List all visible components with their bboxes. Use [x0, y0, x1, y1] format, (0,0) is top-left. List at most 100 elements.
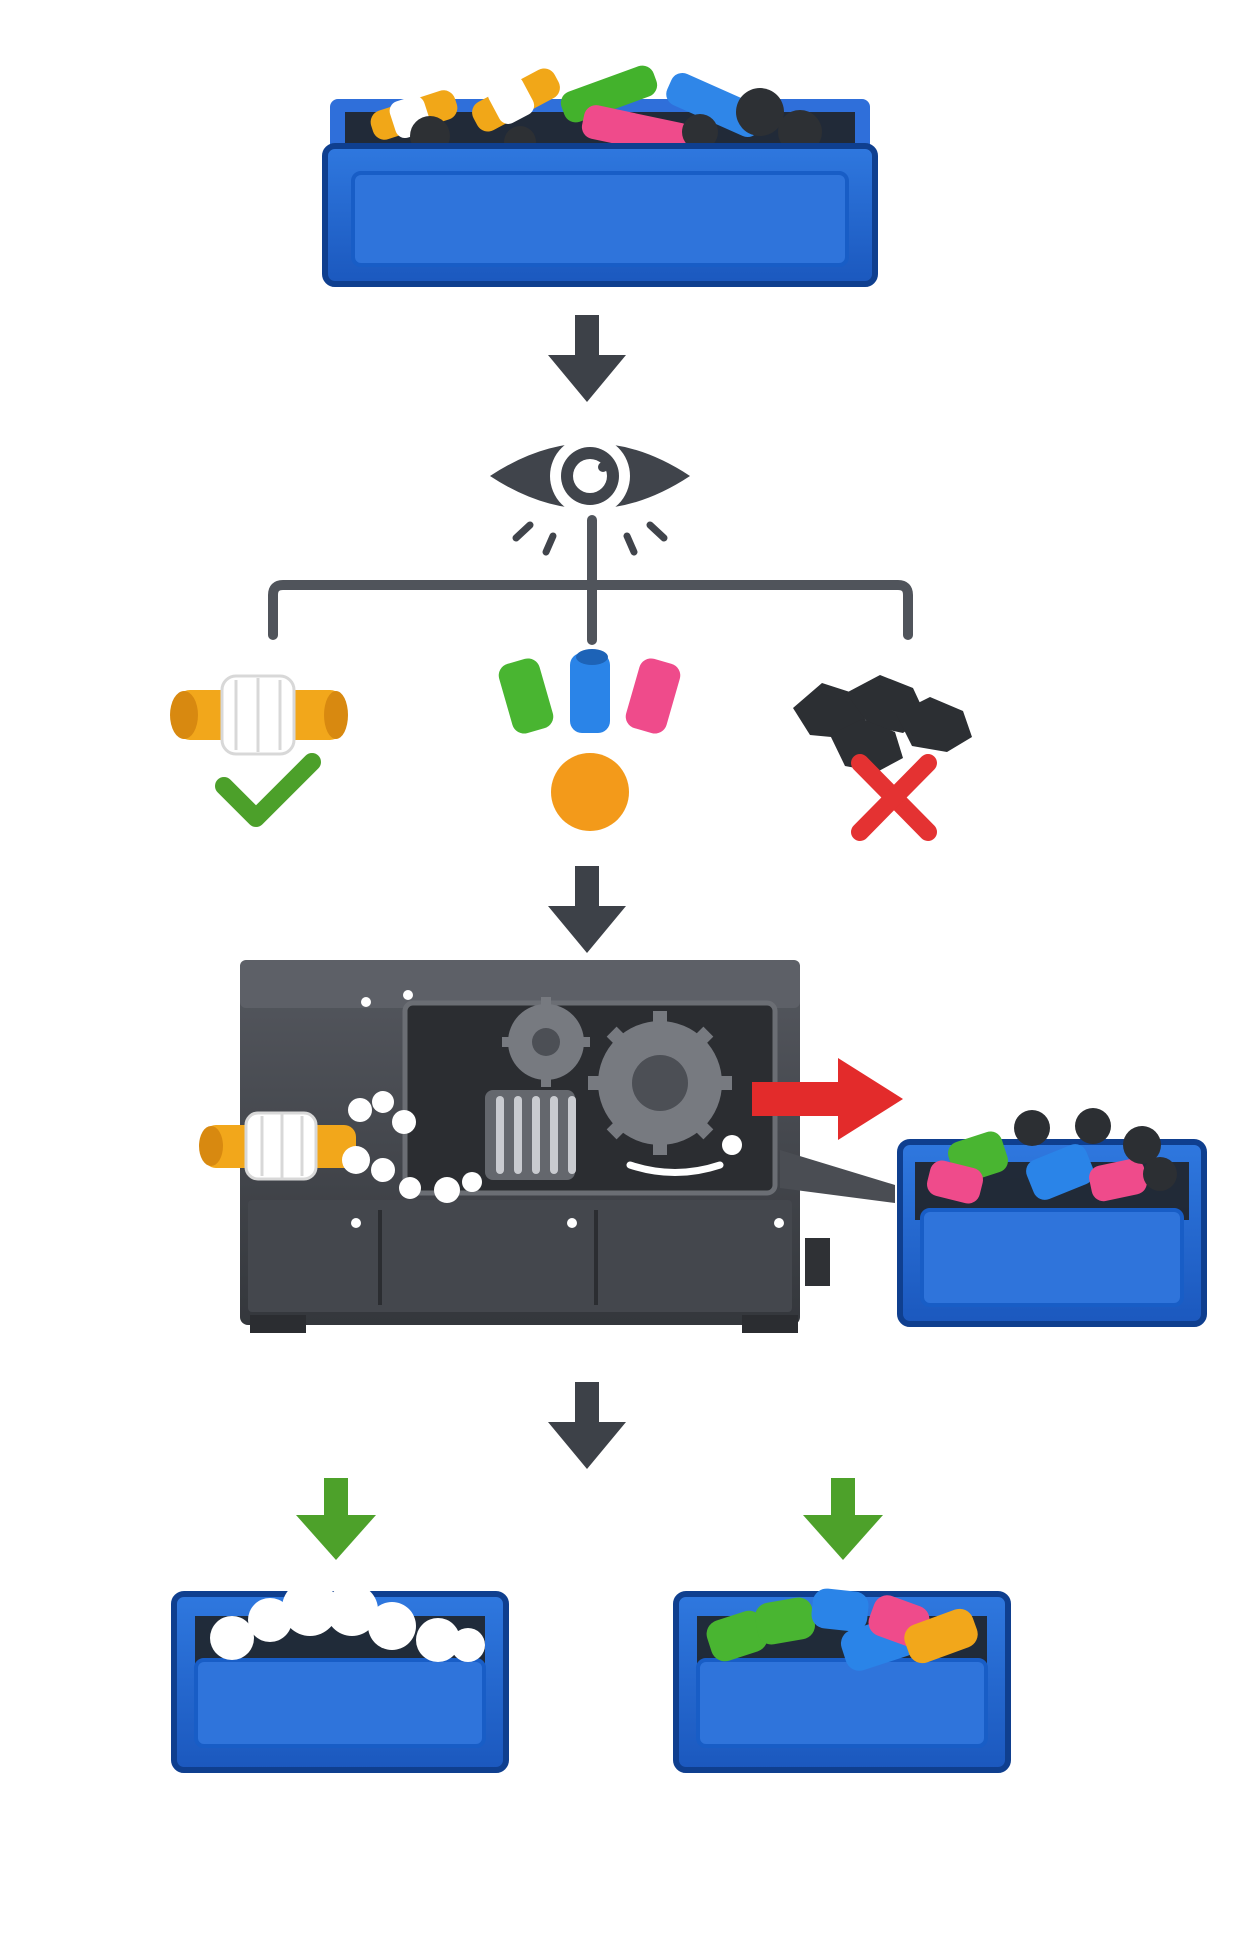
tube-end: [324, 691, 348, 739]
fiber: [348, 1098, 372, 1122]
eye-shine: [598, 462, 608, 472]
neutral-tube-blue: [570, 653, 610, 733]
tube-end: [199, 1126, 223, 1166]
rejected-item: [793, 675, 972, 841]
machine-foot: [250, 1315, 306, 1333]
arrow-green-right: [803, 1478, 883, 1560]
gear-tooth: [712, 1076, 732, 1090]
arrow-right-red-head: [838, 1058, 903, 1140]
fiber: [399, 1177, 421, 1199]
rivet: [351, 1218, 361, 1228]
gear-tooth: [653, 1011, 667, 1031]
fiber: [371, 1158, 395, 1182]
gear-tooth: [541, 1071, 551, 1087]
eye-ray: [512, 521, 534, 542]
input-bin-contents: [370, 65, 822, 158]
fiber: [210, 1616, 254, 1660]
gear-tooth: [606, 1116, 630, 1140]
arrow-down-3-stem: [575, 1382, 599, 1427]
arrow-green-left-stem: [324, 1478, 348, 1520]
arrow-down-3: [548, 1382, 626, 1469]
gear-tooth: [653, 1135, 667, 1155]
rivet: [567, 1218, 577, 1228]
white-fiber-particles: [342, 1091, 742, 1203]
fiber-stream: [626, 1161, 724, 1176]
gear-large: [588, 1011, 732, 1155]
fiber: [392, 1110, 416, 1134]
coal: [1075, 1108, 1111, 1144]
side-bin-panel: [920, 1208, 1184, 1307]
machine-foot: [742, 1315, 798, 1333]
neutral-tube-pink: [625, 658, 681, 734]
machine-top: [240, 960, 800, 1008]
tube-blue: [1026, 1144, 1094, 1200]
branch-connector: [268, 515, 913, 645]
eye-ray: [542, 532, 557, 556]
gear-tooth: [588, 1076, 608, 1090]
coal: [736, 88, 784, 136]
gear-tooth: [690, 1026, 714, 1050]
fiber: [722, 1135, 742, 1155]
input-bin: [322, 65, 878, 287]
coal-piece: [793, 683, 866, 738]
tube-blue: [811, 1588, 869, 1632]
gear-tooth: [541, 997, 551, 1013]
arrow-green-right-head: [803, 1515, 883, 1560]
fiber: [372, 1091, 394, 1113]
fiber: [451, 1628, 485, 1662]
gear-tooth: [690, 1116, 714, 1140]
cross-icon-stroke-2: [851, 754, 937, 841]
branch-horizontal: [268, 580, 913, 640]
accepted-item: [170, 674, 348, 827]
machine-chute: [780, 1150, 895, 1203]
coal: [682, 114, 718, 150]
machine-lower-panel: [248, 1200, 792, 1312]
coal-piece: [896, 697, 972, 752]
tube-opening: [576, 649, 608, 665]
rivet: [403, 990, 413, 1000]
gear-small-center: [532, 1028, 560, 1056]
arrow-green-left-head: [296, 1515, 376, 1560]
arrow-down-1-stem: [575, 315, 599, 360]
bottom-right-bin: [673, 1588, 1011, 1773]
coal: [1123, 1126, 1161, 1164]
gear-tooth: [502, 1037, 518, 1047]
coal-piece: [830, 719, 903, 772]
machine-side-block: [805, 1238, 830, 1286]
arrow-down-3-head: [548, 1422, 626, 1469]
gear-tooth: [574, 1037, 590, 1047]
tube-green: [706, 1610, 768, 1662]
gear-small: [502, 997, 590, 1087]
fiber: [434, 1177, 460, 1203]
neutral-item: [498, 649, 681, 831]
tube-band: [487, 76, 535, 124]
arrow-down-2: [548, 866, 626, 953]
tube-orange: [904, 1608, 978, 1664]
shredder-machine: [199, 960, 895, 1333]
tube-green: [755, 1597, 815, 1645]
arrow-down-1: [548, 315, 626, 402]
eye-ray: [646, 521, 668, 542]
machine-input-tube: [199, 1111, 356, 1181]
bottom-left-bin: [171, 1580, 509, 1773]
fiber: [342, 1146, 370, 1174]
fiber: [282, 1580, 338, 1636]
neutral-tube-green: [498, 658, 554, 734]
gear-large-center: [632, 1055, 688, 1111]
tube-green: [560, 65, 658, 123]
rivet: [361, 997, 371, 1007]
input-bin-panel: [351, 171, 849, 267]
rivet: [774, 1218, 784, 1228]
fiber: [248, 1598, 292, 1642]
fiber: [416, 1618, 460, 1662]
fiber: [326, 1584, 378, 1636]
arrow-right-red-stem: [752, 1082, 844, 1116]
bottom-right-bin-panel: [696, 1658, 988, 1748]
tube-pink: [1089, 1158, 1147, 1202]
tube-end: [170, 691, 198, 739]
arrow-down-2-head: [548, 906, 626, 953]
orange-dot-icon: [551, 753, 629, 831]
arrow-green-right-stem: [831, 1478, 855, 1520]
tube-pink: [926, 1160, 984, 1204]
